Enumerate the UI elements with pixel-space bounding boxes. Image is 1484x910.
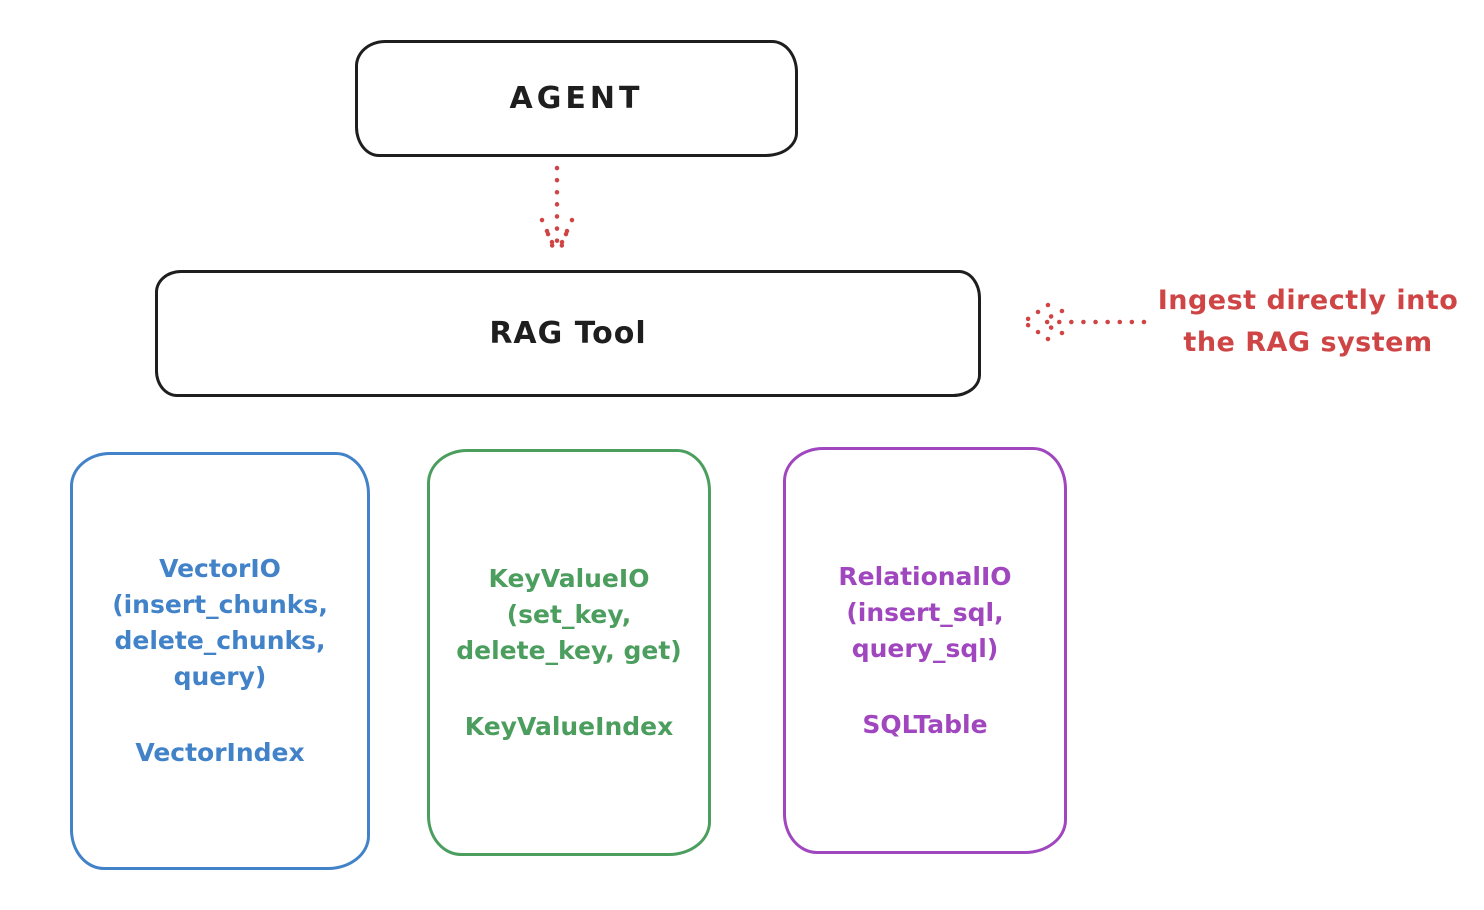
- keyvalue-io-card: KeyValueIO (set_key, delete_key, get) Ke…: [427, 449, 711, 856]
- dotted-arrow-down-icon: [539, 165, 575, 259]
- keyvalue-io-title: KeyValueIO: [488, 563, 650, 593]
- sql-table-label: SQLTable: [862, 709, 988, 739]
- rag-tool-box: RAG Tool: [155, 270, 981, 397]
- agent-box: AGENT: [355, 40, 798, 157]
- agent-label: AGENT: [509, 81, 644, 116]
- keyvalue-io-methods-line1: (set_key,: [506, 599, 632, 629]
- ingest-annotation-line2: the RAG system: [1183, 327, 1433, 358]
- keyvalue-io-card-content: KeyValueIO (set_key, delete_key, get) Ke…: [430, 452, 708, 853]
- vector-io-methods-line2: delete_chunks,: [114, 626, 326, 655]
- ingest-annotation: Ingest directly into the RAG system: [1140, 280, 1476, 364]
- dotted-arrow-left-icon: [1022, 302, 1147, 342]
- vector-io-methods-line1: (insert_chunks,: [112, 590, 328, 619]
- vector-io-card: VectorIO (insert_chunks, delete_chunks, …: [70, 452, 370, 870]
- ingest-annotation-line1: Ingest directly into: [1157, 285, 1459, 316]
- relational-io-methods-line2: query_sql): [851, 633, 999, 663]
- rag-tool-label: RAG Tool: [489, 316, 647, 351]
- relational-io-title: RelationalIO: [838, 561, 1012, 591]
- vector-index-label: VectorIndex: [135, 738, 305, 767]
- keyvalue-io-methods-line2: delete_key, get): [456, 635, 682, 665]
- relational-io-methods-line1: (insert_sql,: [846, 597, 1004, 627]
- relational-io-card-content: RelationalIO (insert_sql, query_sql) SQL…: [786, 450, 1064, 851]
- vector-io-title: VectorIO: [159, 554, 281, 583]
- keyvalue-index-label: KeyValueIndex: [464, 711, 674, 741]
- vector-io-card-content: VectorIO (insert_chunks, delete_chunks, …: [73, 455, 367, 867]
- vector-io-methods-line3: query): [173, 662, 267, 691]
- relational-io-card: RelationalIO (insert_sql, query_sql) SQL…: [783, 447, 1067, 854]
